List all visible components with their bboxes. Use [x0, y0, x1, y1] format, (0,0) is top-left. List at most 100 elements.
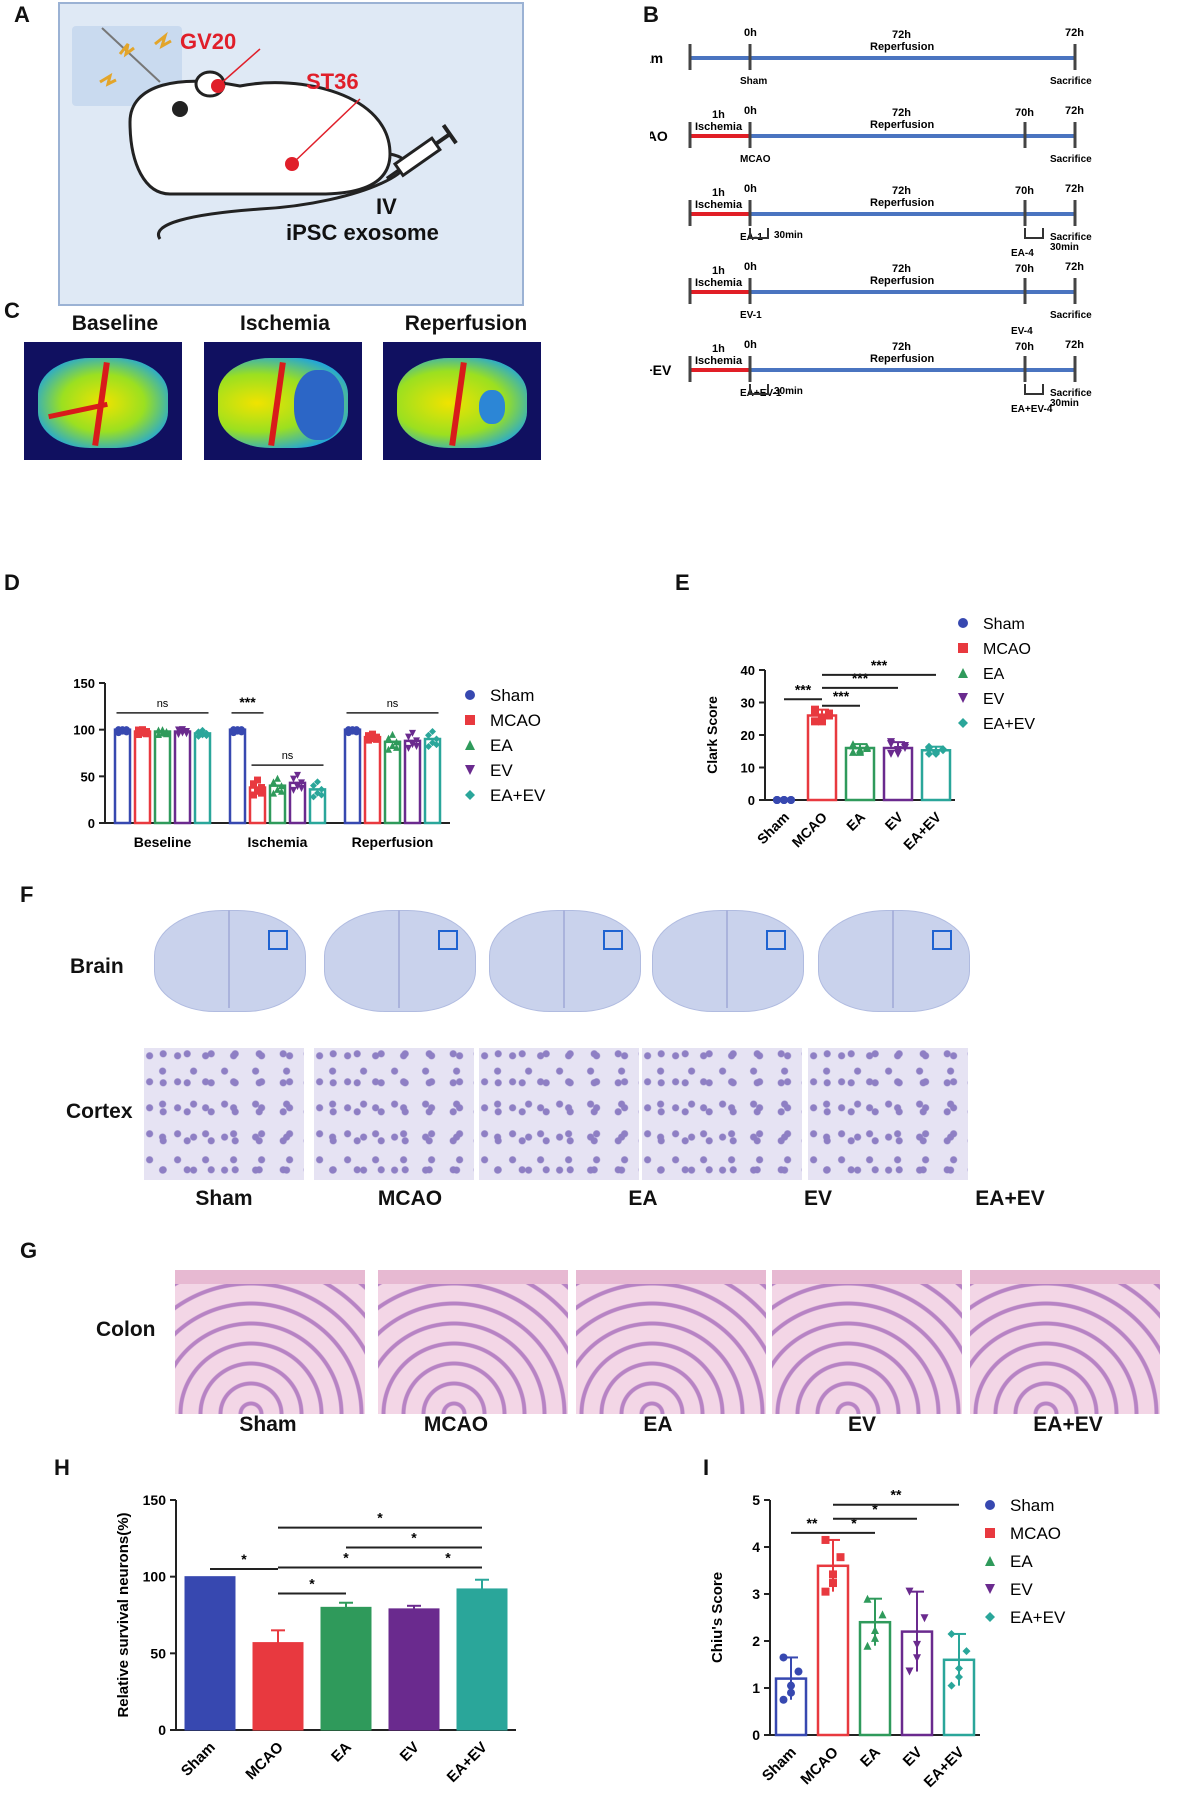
timeline-ea-ev-72h-end-text: 72h	[1065, 339, 1084, 351]
timeline-ev-end-event-text: Sacrifice	[1050, 310, 1092, 321]
timeline-sham-72h-end-text: 72h	[1065, 27, 1084, 39]
D-data-point	[409, 741, 416, 749]
timeline-mcao-70h-text: 70h	[1015, 107, 1034, 119]
D-data-point	[183, 730, 190, 738]
I-data-point	[836, 1553, 845, 1562]
D-data-point	[290, 786, 297, 794]
panel-label-h: H	[54, 1455, 70, 1480]
D-bar	[228, 728, 247, 825]
D-data-point	[393, 738, 400, 746]
timeline-sham-start-event-text: Sham	[740, 76, 767, 87]
I-legend-label: MCAO	[1010, 1524, 1061, 1543]
D-data-point	[318, 785, 325, 793]
timeline-mcao-72h-mid-text: 72h	[892, 107, 911, 119]
H-bar	[320, 1606, 372, 1731]
D-data-point	[278, 782, 285, 790]
I-data-point	[878, 1610, 887, 1619]
timeline-ev-0h-text: 0h	[744, 261, 757, 273]
D-data-point	[274, 774, 281, 782]
I-x-tick-label: MCAO	[797, 1744, 842, 1789]
col-label-g-ev: EV	[847, 1413, 876, 1436]
chart-d-rcbf: 050100150rCBF(%)BeselineIschemiaReperfus…	[73, 676, 546, 850]
E-legend-marker	[958, 643, 968, 653]
needle-icon	[101, 27, 161, 83]
I-y-tick-label: 5	[752, 1492, 760, 1508]
D-data-point	[298, 784, 305, 792]
H-significance-label: *	[343, 1549, 349, 1565]
timeline-ea-72h-end-text: 72h	[1065, 183, 1084, 195]
timeline-mcao-ischemia-text: Ischemia	[695, 121, 743, 133]
panel-label-i: I	[703, 1455, 710, 1480]
timeline-ea-ischemia-text: Ischemia	[695, 199, 743, 211]
timeline-ea-ev-0h-text: 0h	[744, 339, 757, 351]
timeline-mcao-end-event-text: Sacrifice	[1050, 154, 1092, 165]
timeline-ea-ev-duration-text: 30min	[774, 386, 803, 397]
D-data-point	[389, 730, 396, 738]
D-data-point	[135, 726, 142, 734]
D-data-point	[365, 732, 372, 740]
E-data-point	[856, 747, 864, 756]
E-data-point	[780, 796, 788, 804]
D-x-tick-label: Reperfusion	[352, 834, 434, 850]
panel-label-d: D	[4, 570, 20, 595]
I-data-point	[871, 1626, 879, 1635]
D-bar	[173, 730, 192, 825]
E-y-tick-label: 0	[748, 793, 755, 808]
I-legend-label: EA	[1010, 1552, 1033, 1571]
cortex-section-image	[144, 1048, 304, 1180]
I-y-tick-label: 0	[752, 1727, 760, 1743]
brain-section-image	[812, 900, 974, 1018]
H-x-tick-label: MCAO	[242, 1739, 287, 1784]
brain-section-image	[318, 900, 480, 1018]
cortex-section-image	[642, 1048, 802, 1180]
D-data-point	[389, 742, 396, 750]
E-legend-label: EA+EV	[983, 716, 1035, 733]
timeline-sham-end-event-text: Sacrifice	[1050, 76, 1092, 87]
timeline-ev-1h-text: 1h	[712, 265, 725, 277]
E-legend-marker	[958, 693, 968, 703]
I-data-point	[871, 1633, 879, 1642]
D-legend-marker	[465, 715, 475, 725]
D-data-point	[250, 791, 257, 799]
D-significance-label: ***	[239, 694, 256, 710]
I-data-point	[955, 1664, 963, 1673]
D-bar	[248, 786, 267, 825]
image-label-baseline: Baseline	[71, 312, 159, 335]
gv20-label: GV20	[180, 29, 237, 54]
D-data-point	[298, 779, 305, 787]
timeline-ea-duration2-text: 30min	[1050, 242, 1079, 253]
I-data-point	[821, 1587, 830, 1596]
H-significance-label: *	[445, 1549, 451, 1565]
I-significance-label: **	[891, 1487, 902, 1503]
D-x-tick-label: Beseline	[134, 834, 192, 850]
E-legend-label: EV	[983, 691, 1005, 708]
D-data-point	[258, 784, 265, 792]
D-legend-label: MCAO	[490, 711, 541, 730]
timeline-ev-reperfusion-text: Reperfusion	[870, 275, 934, 287]
E-significance-label: ***	[852, 670, 869, 686]
D-data-point	[135, 731, 142, 739]
lightning-icon	[118, 43, 135, 58]
timeline-ea-ev-72h-mid-text: 72h	[892, 341, 911, 353]
D-data-point	[278, 787, 285, 795]
D-data-point	[254, 776, 261, 784]
timeline-ea-ev-end-event-text: Sacrifice	[1050, 388, 1092, 399]
I-data-point	[821, 1535, 830, 1544]
I-data-point	[962, 1647, 971, 1656]
row-label-colon: Colon	[96, 1318, 156, 1341]
D-data-point	[294, 783, 301, 791]
I-y-tick-label: 1	[752, 1680, 760, 1696]
timeline-sham-72h-mid-text: 72h	[892, 29, 911, 41]
D-data-point	[294, 771, 301, 779]
I-data-point	[913, 1640, 921, 1649]
timeline-ea-70h-event-text: EA-4	[1011, 248, 1034, 259]
col-label-f-sham: Sham	[195, 1187, 253, 1210]
E-y-tick-label: 20	[741, 728, 755, 743]
D-data-point	[250, 780, 257, 788]
colon-section-image	[970, 1270, 1160, 1414]
E-legend-marker	[958, 618, 968, 628]
D-bar	[113, 728, 132, 825]
D-data-point	[179, 726, 186, 734]
H-significance-label: *	[377, 1510, 383, 1526]
brain-section-image	[148, 900, 310, 1018]
